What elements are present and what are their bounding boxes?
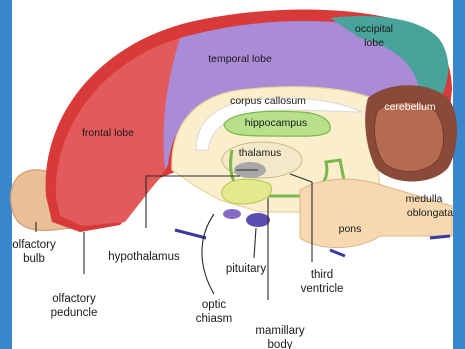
label-frontal-lobe: frontal lobe xyxy=(82,127,134,139)
label-thalamus: thalamus xyxy=(239,147,282,159)
label-olfactory-peduncle-1: olfactory xyxy=(52,293,96,305)
label-optic-chiasm-1: optic xyxy=(202,299,227,311)
label-third-ventricle-1: third xyxy=(311,269,333,281)
label-pons: pons xyxy=(339,223,362,235)
label-medulla-2: oblongata xyxy=(407,207,453,219)
label-third-ventricle-2: ventricle xyxy=(301,283,344,295)
label-hippocampus: hippocampus xyxy=(245,117,307,129)
label-cerebellum: cerebellum xyxy=(384,101,436,113)
label-temporal-lobe: temporal lobe xyxy=(208,53,272,65)
label-hypothalamus: hypothalamus xyxy=(108,251,180,263)
label-olfactory-bulb-2: bulb xyxy=(23,253,45,265)
base-stroke-2 xyxy=(330,250,345,256)
base-stroke-3 xyxy=(430,236,450,238)
label-medulla-1: medulla xyxy=(406,193,443,205)
left-blue-strip xyxy=(0,0,12,349)
label-optic-chiasm-2: chiasm xyxy=(196,313,232,325)
label-olfactory-bulb-1: olfactory xyxy=(12,239,56,251)
base-stroke-1 xyxy=(175,230,206,238)
pituitary-shape xyxy=(246,213,270,227)
leader-pituitary xyxy=(254,228,256,258)
optic-chiasm-shape xyxy=(223,209,241,219)
right-blue-strip xyxy=(453,0,465,349)
label-corpus-callosum: corpus callosum xyxy=(230,95,306,107)
label-occipital-2: lobe xyxy=(364,37,384,49)
leader-optic-chiasm xyxy=(202,214,214,294)
label-occipital-1: occipital xyxy=(355,23,393,35)
label-pituitary: pituitary xyxy=(226,263,267,275)
label-mamillary-2: body xyxy=(268,339,293,349)
label-olfactory-peduncle-2: peduncle xyxy=(51,307,98,319)
label-mamillary-1: mamillary xyxy=(255,325,304,337)
